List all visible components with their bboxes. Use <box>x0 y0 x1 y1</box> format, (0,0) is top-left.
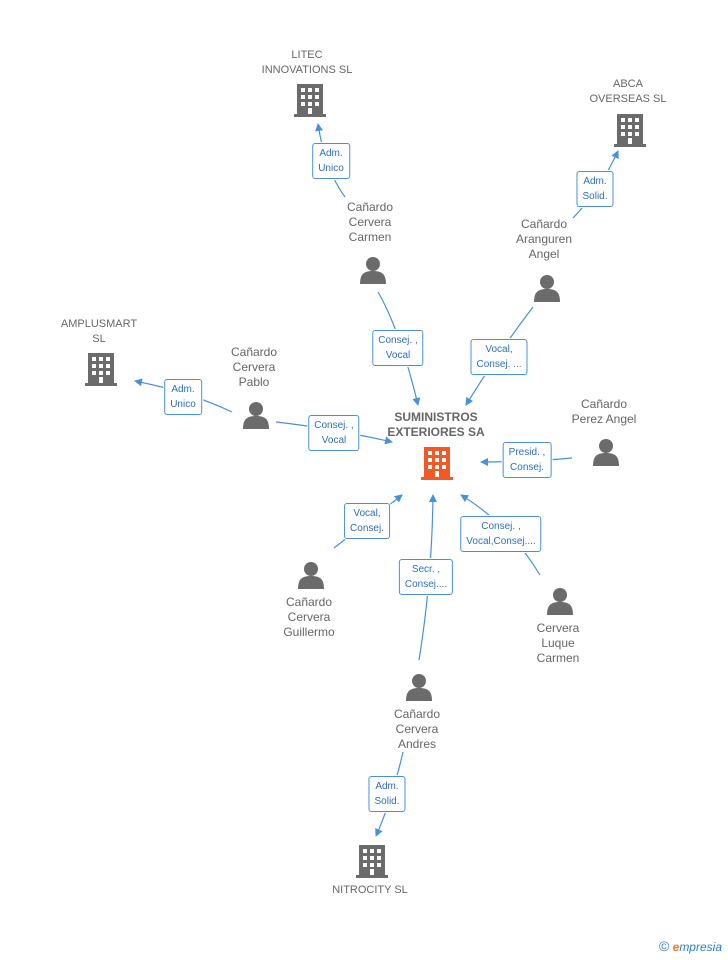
brand-first-letter: e <box>672 940 680 954</box>
relation-angel-aranguren: Vocal, Consej. ... <box>470 339 528 375</box>
empresia-logo[interactable]: © empresia <box>659 938 722 954</box>
abca-building-icon <box>614 114 646 147</box>
person-guillermo-label[interactable]: Cañardo Cervera Guillermo <box>283 595 335 639</box>
relation-amplusmart-adm: Adm. Unico <box>164 379 202 415</box>
copyright-icon: © <box>658 938 670 954</box>
relation-pablo: Consej. , Vocal <box>308 415 360 451</box>
relation-litec-adm: Adm. Unico <box>312 143 350 179</box>
relation-perez-angel: Presid. , Consej. <box>502 442 552 478</box>
angel-aranguren-person-icon <box>534 275 560 302</box>
person-andres-label[interactable]: Cañardo Cervera Andres <box>393 707 441 751</box>
company-amplusmart-label[interactable]: AMPLUSMART SL <box>60 318 138 345</box>
carmen-person-icon <box>360 257 386 284</box>
andres-person-icon <box>406 674 432 701</box>
person-luque-label[interactable]: Cervera Luque Carmen <box>536 621 580 665</box>
pablo-person-icon <box>243 402 269 429</box>
litec-building-icon <box>294 84 326 117</box>
relation-carmen: Consej. , Vocal <box>372 330 424 366</box>
person-angel-aranguren-label[interactable]: Cañardo Aranguren Angel <box>515 217 573 261</box>
amplusmart-building-icon <box>85 353 117 386</box>
company-nitrocity-label[interactable]: NITROCITY SL <box>332 884 408 896</box>
nitrocity-building-icon <box>356 845 388 878</box>
guillermo-person-icon <box>298 562 324 589</box>
company-litec-label[interactable]: LITEC INNOVATIONS SL <box>261 49 353 76</box>
perez-angel-person-icon <box>593 439 619 466</box>
person-perez-angel-label[interactable]: Cañardo Perez Angel <box>571 397 637 426</box>
relation-guillermo: Vocal, Consej. <box>344 503 390 539</box>
relation-abca-adm: Adm. Solid. <box>576 171 614 207</box>
center-company-label[interactable]: SUMINISTROS EXTERIORES SA <box>387 410 485 439</box>
luque-person-icon <box>547 588 573 615</box>
relation-andres: Secr. , Consej.... <box>398 559 454 595</box>
brand-rest: mpresia <box>679 940 722 954</box>
relation-luque: Consej. , Vocal,Consej.... <box>460 516 542 552</box>
person-pablo-label[interactable]: Cañardo Cervera Pablo <box>230 345 278 389</box>
center-building-icon <box>421 447 453 480</box>
company-abca-label[interactable]: ABCA OVERSEAS SL <box>589 78 667 105</box>
person-carmen-label[interactable]: Cañardo Cervera Carmen <box>346 200 394 244</box>
relation-nitrocity-adm: Adm. Solid. <box>368 776 406 812</box>
